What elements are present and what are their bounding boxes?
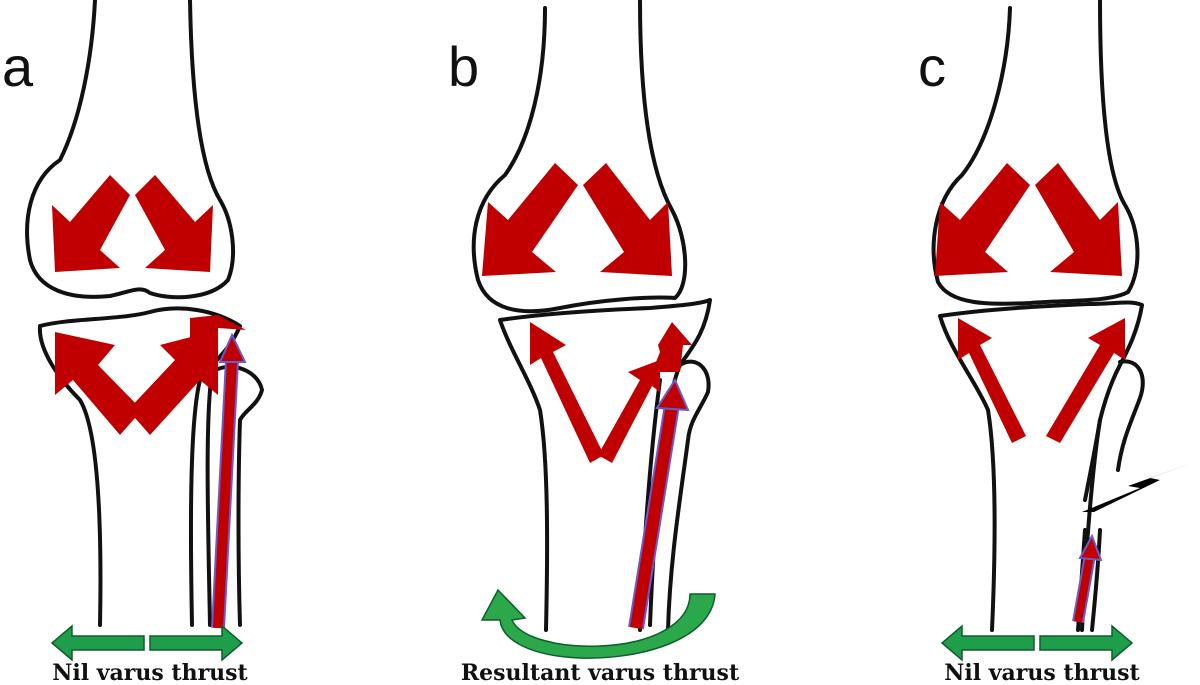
red-force-arrow-icon	[583, 163, 672, 276]
femoral-force-arrows-a	[52, 175, 213, 272]
fibular-thrust-arrow-b	[628, 377, 690, 630]
green-double-arrow-icon	[50, 624, 244, 662]
curved-varus-arrow-icon	[480, 588, 716, 659]
red-force-arrow-icon	[935, 163, 1030, 276]
lightning-bolt-icon	[1082, 462, 1195, 512]
red-force-arrow-icon	[598, 360, 660, 463]
tibial-force-arrows-b	[530, 322, 692, 463]
femoral-force-arrows-b	[482, 163, 672, 276]
panel-letter-c: c	[918, 35, 946, 98]
caption-a: Nil varus thrust	[52, 660, 248, 685]
femoral-force-arrows-c	[935, 163, 1122, 276]
femur-a	[25, 0, 235, 300]
green-double-arrow-icon	[940, 624, 1134, 662]
red-force-arrow-icon	[55, 332, 142, 435]
fibular-thrust-arrow-a	[211, 332, 247, 629]
red-force-arrow-icon	[52, 175, 130, 272]
panel-a: a Nil varus thrust	[2, 0, 264, 685]
femur-b	[471, 0, 688, 314]
fibula-a	[205, 364, 264, 627]
tibial-force-arrows-c	[958, 318, 1125, 443]
red-force-arrow-icon	[1035, 163, 1122, 276]
panel-b: b Resultant varus thrust	[448, 0, 740, 685]
panel-c: c Nil varus thrust	[918, 0, 1195, 685]
red-force-arrow-icon	[958, 318, 1026, 443]
tibia-c	[938, 300, 1144, 632]
fibular-thrust-arrow-c	[1072, 533, 1103, 624]
caption-c: Nil varus thrust	[944, 660, 1140, 685]
tibial-force-arrows-a	[55, 315, 246, 435]
red-force-arrow-icon	[190, 315, 246, 342]
tibia-a	[37, 306, 242, 627]
fibula-c-proximal	[1083, 359, 1145, 502]
panel-letter-b: b	[448, 35, 479, 98]
red-force-arrow-icon	[652, 322, 692, 372]
red-force-arrow-icon	[128, 330, 218, 435]
panel-letter-a: a	[2, 35, 34, 98]
femur-c	[931, 0, 1140, 306]
red-force-arrow-icon	[1046, 318, 1125, 443]
red-force-arrow-icon	[135, 175, 213, 272]
caption-b: Resultant varus thrust	[461, 660, 740, 685]
red-force-arrow-icon	[482, 163, 578, 276]
red-force-arrow-icon	[530, 322, 604, 463]
